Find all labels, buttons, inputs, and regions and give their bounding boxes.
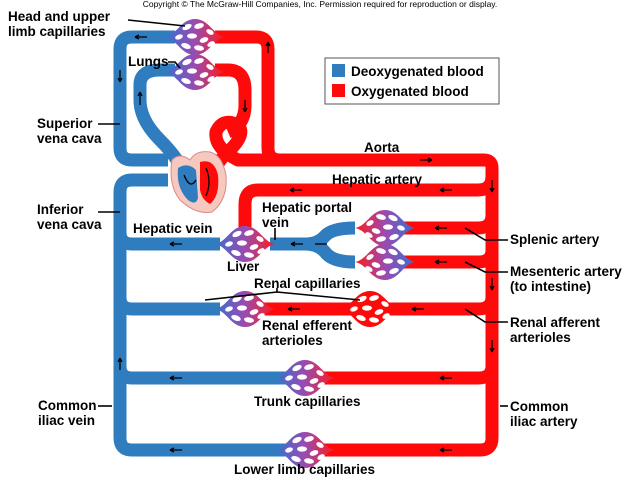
pulmonary-vein <box>215 63 252 139</box>
label-renal-afferent: Renal afferent <box>510 315 601 330</box>
label-common-iliac-artery-2: iliac artery <box>510 414 578 429</box>
label-head-upper: Head and upper <box>8 9 111 24</box>
portal-branch-mesenteric <box>304 237 356 269</box>
label-aorta: Aorta <box>364 140 400 155</box>
label-renal-efferent: Renal efferent <box>262 318 353 333</box>
legend: Deoxygenated blood Oxygenated blood <box>324 57 500 105</box>
label-common-iliac-vein-2: iliac vein <box>38 413 95 428</box>
heart <box>170 151 227 213</box>
label-superior-vena-cava: Superior <box>37 116 93 131</box>
inferior-vena-cava <box>113 173 290 457</box>
label-head-upper-2: limb capillaries <box>8 24 106 39</box>
label-splenic-artery: Splenic artery <box>510 232 600 247</box>
liver-capillary-bed <box>215 226 275 262</box>
label-hepatic-portal-vein: Hepatic portal <box>262 200 352 215</box>
renal-vein <box>113 296 220 316</box>
label-mesenteric-artery: Mesenteric artery <box>510 264 622 279</box>
label-lungs: Lungs <box>128 54 169 69</box>
hepatic-artery <box>238 175 499 232</box>
label-inferior-vena-cava: Inferior <box>37 202 84 217</box>
label-renal-capillaries: Renal capillaries <box>254 276 361 291</box>
label-hepatic-portal-vein-2: vein <box>262 215 289 230</box>
trunk-capillary-bed <box>275 360 335 396</box>
lung-capillary-bed <box>165 54 225 90</box>
trunk-artery <box>320 365 499 385</box>
legend-label-oxygenated: Oxygenated blood <box>351 84 469 99</box>
trunk-vein <box>113 365 290 385</box>
label-hepatic-artery: Hepatic artery <box>332 172 423 187</box>
label-renal-efferent-2: arterioles <box>262 333 323 348</box>
label-lower-limb-capillaries: Lower limb capillaries <box>234 462 375 477</box>
label-trunk-capillaries: Trunk capillaries <box>254 394 361 409</box>
arteries <box>205 30 499 457</box>
label-liver: Liver <box>227 259 260 274</box>
copyright-text: Copyright © The McGraw-Hill Companies, I… <box>143 0 498 9</box>
label-hepatic-vein: Hepatic vein <box>133 221 213 236</box>
label-superior-vena-cava-2: vena cava <box>37 131 102 146</box>
legend-label-deoxygenated: Deoxygenated blood <box>351 64 484 79</box>
hepatic-vein <box>113 231 220 251</box>
splenic-artery <box>385 214 499 235</box>
legend-swatch-deoxygenated <box>332 64 345 77</box>
leader-lines <box>98 19 508 407</box>
aorta <box>205 115 499 457</box>
intestine-capillary-bed <box>355 244 415 280</box>
renal-artery <box>250 296 499 316</box>
label-common-iliac-artery: Common <box>510 399 569 414</box>
labels: Head and upper limb capillaries Lungs Su… <box>8 9 622 477</box>
superior-vena-cava <box>113 30 175 167</box>
label-renal-afferent-2: arterioles <box>510 330 571 345</box>
flow-arrows <box>117 34 495 453</box>
mesenteric-artery <box>385 249 499 269</box>
label-inferior-vena-cava-2: vena cava <box>37 217 102 232</box>
label-common-iliac-vein: Common <box>38 398 97 413</box>
legend-swatch-oxygenated <box>332 84 345 97</box>
splenic-capillary-bed <box>355 210 415 246</box>
label-mesenteric-artery-2: (to intestine) <box>510 279 591 294</box>
